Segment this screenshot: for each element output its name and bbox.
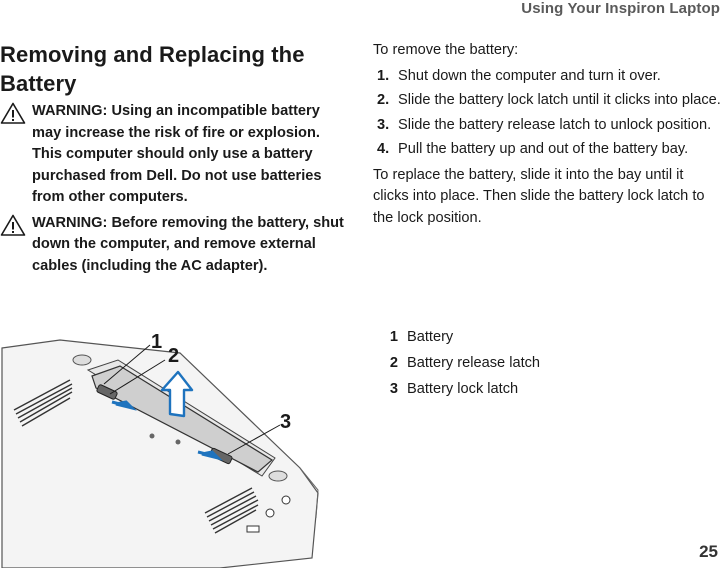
rubber-foot — [72, 354, 92, 366]
remove-steps-list: 1. Shut down the computer and turn it ove… — [373, 66, 723, 161]
legend-item: 2 Battery release latch — [373, 353, 703, 379]
step-number: 2. — [377, 92, 390, 108]
legend-text: Battery lock latch — [407, 381, 519, 397]
callout-3: 3 — [280, 411, 291, 433]
screw — [149, 433, 155, 439]
step-item: 2. Slide the battery lock latch until it … — [373, 90, 723, 112]
step-number: 3. — [377, 116, 390, 133]
laptop-bottom-illustration: 1 2 3 — [1, 331, 319, 569]
legend-number: 1 — [389, 329, 398, 345]
right-column: To remove the battery: 1. Shut down the c… — [373, 40, 723, 229]
callout-1: 1 — [151, 331, 162, 353]
battery — [91, 365, 274, 473]
side-port — [281, 495, 291, 505]
running-header: Using Your Inspiron Laptop — [521, 0, 720, 17]
side-port — [246, 525, 260, 533]
step-text: Slide the battery lock latch until it cl… — [398, 92, 721, 108]
lock-latch-arrow — [197, 450, 223, 461]
page-number: 25 — [699, 542, 718, 561]
remove-intro: To remove the battery: — [373, 42, 519, 58]
lift-up-arrow — [160, 370, 194, 418]
warning-text: WARNING: Before removing the battery, sh… — [32, 214, 344, 274]
leader-line — [227, 424, 281, 455]
step-text: Shut down the computer and turn it over. — [398, 67, 661, 84]
laptop-base — [1, 339, 319, 569]
legend-text: Battery — [407, 329, 454, 345]
step-item: 4. Pull the battery up and out of the bat… — [373, 139, 723, 161]
replace-instructions: To replace the battery, slide it into th… — [373, 166, 705, 226]
legend-text: Battery release latch — [407, 355, 541, 371]
battery-removal-illustration: 1 2 3 — [0, 318, 352, 569]
left-column: Removing and Replacing the Battery WARNI… — [0, 40, 352, 277]
warning-remove-cables: WARNING: Before removing the battery, sh… — [0, 213, 352, 278]
legend-item: 3 Battery lock latch — [373, 379, 703, 405]
step-number: 1. — [377, 67, 390, 84]
step-item: 1. Shut down the computer and turn it ove… — [373, 66, 723, 88]
step-number: 4. — [377, 141, 390, 157]
leader-line — [109, 359, 166, 395]
warning-text: WARNING: Using an incompatible battery m… — [32, 103, 322, 205]
legend-number: 2 — [389, 355, 398, 371]
rubber-foot — [268, 470, 288, 482]
section-title-line-2: Battery — [0, 71, 77, 96]
section-title: Removing and Replacing the Battery — [0, 40, 352, 98]
vent-grille-bottom — [204, 487, 259, 534]
callout-2: 2 — [168, 345, 179, 367]
vent-grille-left — [13, 379, 73, 427]
step-text: Slide the battery release latch to unloc… — [398, 116, 712, 133]
release-latch-arrow — [111, 400, 137, 411]
warning-triangle-icon — [0, 102, 26, 124]
screw — [175, 439, 181, 445]
legend-number: 3 — [389, 381, 398, 397]
battery-release-latch — [96, 384, 118, 400]
step-item: 3. Slide the battery release latch to unl… — [373, 115, 723, 137]
side-port — [265, 508, 275, 518]
section-title-line-1: Removing and Replacing the — [0, 42, 305, 67]
laptop-edge — [299, 467, 319, 519]
warning-triangle-icon — [0, 214, 26, 236]
step-text: Pull the battery up and out of the batte… — [398, 141, 689, 157]
legend-item: 1 Battery — [373, 327, 703, 353]
leader-line — [103, 344, 151, 385]
warning-incompatible-battery: WARNING: Using an incompatible battery m… — [0, 101, 352, 209]
figure-legend: 1 Battery 2 Battery release latch 3 Batt… — [373, 327, 703, 405]
